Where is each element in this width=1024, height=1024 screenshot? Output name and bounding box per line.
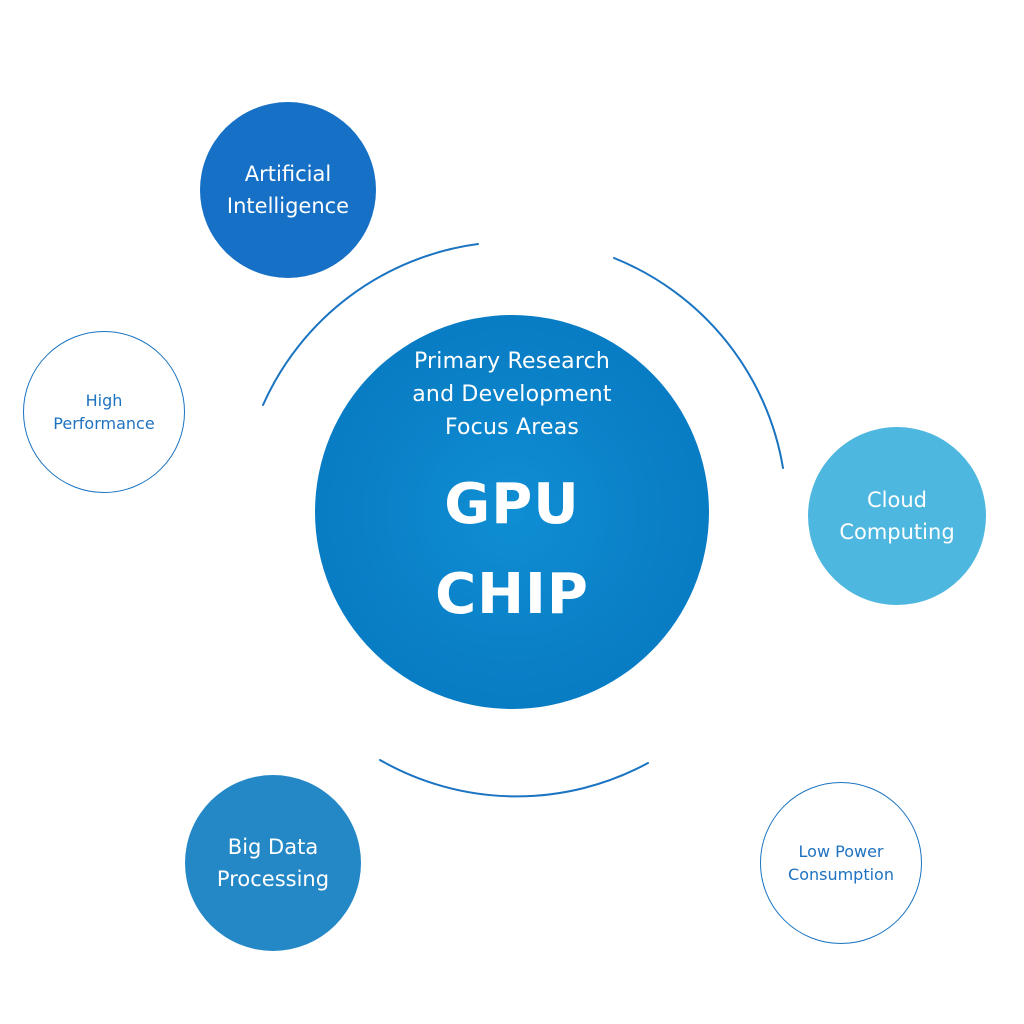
node-high-performance: High Performance [23,331,185,493]
node-label-line1: High [85,391,123,410]
node-label-line1: Low Power [798,842,884,861]
node-artificial-intelligence: Artificial Intelligence [200,102,376,278]
orbit-arc-bottom [379,759,649,798]
center-title-line2: CHIP [435,561,589,627]
node-label-line2: Intelligence [226,194,350,218]
node-label-line1: Cloud [867,488,927,512]
center-title-line1: GPU [444,471,580,537]
node-label-line1: Artificial [244,162,332,186]
orbit-arc-upper-left [262,243,479,406]
node-label-line2: Computing [839,520,955,544]
node-low-power-consumption: Low Power Consumption [760,782,922,944]
node-cloud-computing: Cloud Computing [808,427,986,605]
center-subtitle: Primary Research and Development Focus A… [412,348,612,440]
center-title: GPU CHIP [362,460,662,640]
orbit-arc-upper-right [613,257,784,469]
node-label-line2: Consumption [788,865,894,884]
node-label-line2: Processing [216,867,330,891]
node-label-line1: Big Data [227,835,319,859]
node-label-line2: Performance [53,414,155,433]
center-circle-gpu-chip: Primary Research and Development Focus A… [315,315,709,709]
node-big-data-processing: Big Data Processing [185,775,361,951]
